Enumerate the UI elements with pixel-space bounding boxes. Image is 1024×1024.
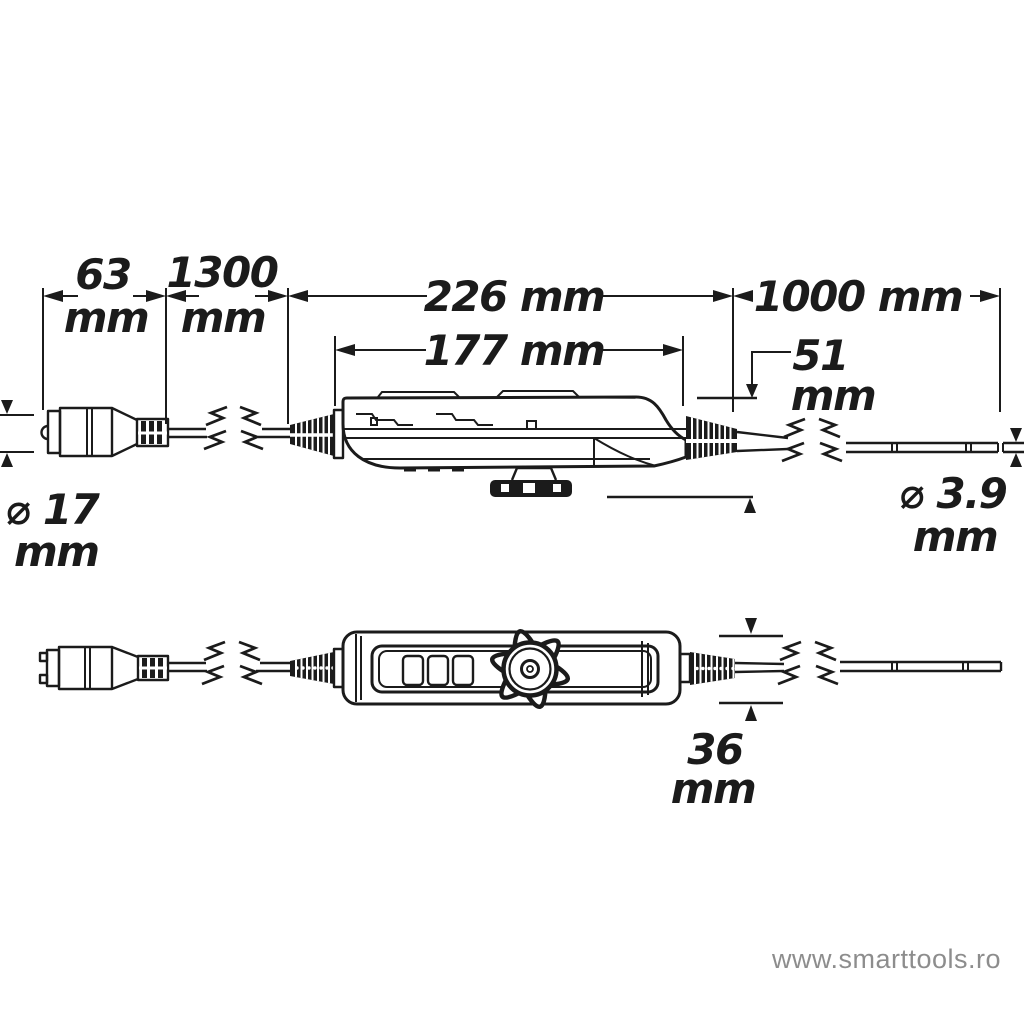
cable-segment	[734, 661, 785, 674]
label-1000: 1000 mm	[754, 272, 963, 321]
watermark-text: www.smarttools.ro	[771, 944, 1001, 974]
thumbwheel-plan	[490, 629, 570, 709]
label-dia17: ⌀ 17	[6, 485, 101, 534]
cable-segment	[256, 661, 290, 673]
probe-tube-plan	[840, 660, 1003, 673]
label-51-unit: mm	[791, 371, 876, 420]
label-36: 36	[687, 725, 743, 774]
dimension-51mm: 51 mm	[607, 331, 877, 513]
button-3	[451, 654, 475, 687]
label-63-unit: mm	[64, 293, 149, 342]
cable-segment	[168, 427, 207, 439]
dimension-1300mm: 1300 mm	[166, 248, 288, 342]
dimension-extension-lines	[42, 288, 1001, 424]
dimension-dia17mm: ⌀ 17 mm	[0, 400, 102, 576]
strain-relief-right-plan	[690, 652, 735, 685]
label-dia17-unit: mm	[14, 527, 99, 576]
label-226: 226 mm	[424, 272, 605, 321]
side-view	[40, 390, 1024, 497]
dimension-226mm: 226 mm	[288, 272, 733, 321]
cable-segment	[736, 430, 789, 453]
dimension-1000mm: 1000 mm	[733, 272, 1000, 321]
label-36-unit: mm	[671, 764, 756, 813]
plan-view: 36 mm	[38, 618, 1003, 813]
probe-tube-side	[846, 441, 1024, 454]
label-51: 51	[792, 331, 847, 380]
label-177: 177 mm	[424, 326, 605, 375]
label-dia3-9-unit: mm	[913, 512, 998, 561]
label-dia3-9: ⌀ 3.9	[900, 469, 1007, 518]
label-1300: 1300	[167, 248, 278, 297]
dc-plug-plan	[38, 645, 170, 691]
button-2	[426, 654, 450, 687]
dimension-63mm: 63 mm	[43, 250, 166, 342]
cable-segment	[258, 427, 290, 439]
dimension-36mm: 36 mm	[671, 618, 783, 813]
label-63: 63	[75, 250, 130, 299]
button-1	[401, 654, 425, 687]
label-1300-unit: mm	[181, 293, 266, 342]
dimension-177mm: 177 mm	[335, 326, 683, 375]
thumbwheel-side	[490, 466, 572, 497]
device-body-side	[341, 390, 688, 472]
dimension-dia3-9mm: ⌀ 3.9 mm	[900, 428, 1022, 561]
dc-plug-side	[40, 406, 170, 458]
strain-relief-right-side	[686, 416, 737, 460]
cable-segment	[168, 661, 207, 673]
